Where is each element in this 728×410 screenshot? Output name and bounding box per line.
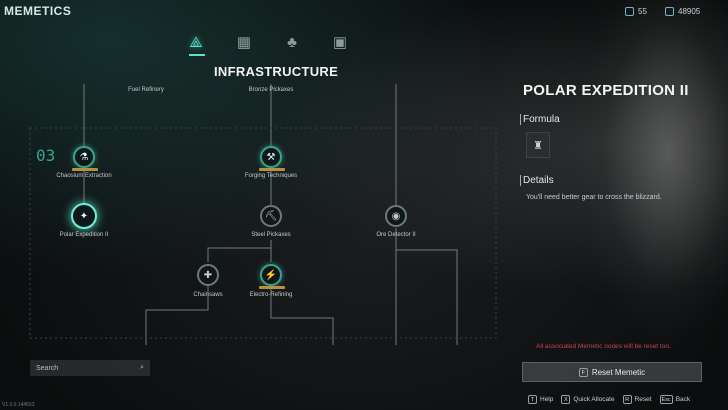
tab-production[interactable]: ▦ <box>233 32 255 52</box>
node-chaosium-extraction[interactable]: ⚗ <box>72 146 98 171</box>
chainsaw-icon: ✚ <box>203 269 213 281</box>
search-input[interactable]: Search ⌕ <box>30 360 150 376</box>
node-label-fuel-refinery: Fuel Refinery <box>128 87 164 93</box>
version-label: V1.0.0.144553 <box>2 402 35 408</box>
search-icon: ⌕ <box>140 364 144 371</box>
memetic-point-icon <box>625 7 634 16</box>
node-ore-detector[interactable]: ◉ <box>385 205 407 227</box>
formula-heading: Formula <box>520 114 560 125</box>
formula-item-icon: ♜ <box>526 132 550 158</box>
tab-infrastructure[interactable]: ⟁ <box>185 32 207 52</box>
node-forging-techniques[interactable]: ⚒ <box>259 146 285 171</box>
lightning-icon: ⚡ <box>264 269 278 281</box>
machine-icon: ▦ <box>236 34 252 51</box>
node-label: Steel Pickaxes <box>251 232 291 238</box>
node-electro-refining[interactable]: ⚡ <box>259 264 285 289</box>
node-label: Chainsaws <box>193 292 223 298</box>
tier-label: 03 <box>36 146 56 165</box>
runner-icon: ✦ <box>79 210 89 222</box>
currency-icon <box>665 7 674 16</box>
node-label: Forging Techniques <box>244 173 298 179</box>
node-label: Polar Expedition II <box>59 232 109 238</box>
reset-memetic-button[interactable]: F Reset Memetic <box>522 362 702 382</box>
antler-icon: ⟁ <box>189 33 203 51</box>
detail-title: POLAR EXPEDITION II <box>523 82 689 99</box>
node-label-bronze-pickaxes: Bronze Pickaxes <box>248 87 294 93</box>
key-hint-f: F <box>578 367 588 377</box>
node-label: Electro-Refining <box>249 292 293 298</box>
resource-counter-1: 55 <box>625 7 647 16</box>
node-polar-expedition[interactable]: ✦ <box>71 203 97 229</box>
tab-building[interactable]: ▣ <box>329 32 351 52</box>
node-label: Chaosium Extraction <box>56 173 112 179</box>
progress-bar <box>72 168 98 171</box>
progress-bar <box>259 286 285 289</box>
node-chainsaws[interactable]: ✚ <box>197 264 219 286</box>
node-steel-pickaxes[interactable]: ⛏ <box>260 205 282 227</box>
category-title: INFRASTRUCTURE <box>214 64 339 79</box>
tab-nature[interactable]: ♣ <box>281 32 303 52</box>
detector-icon: ◉ <box>391 210 401 222</box>
detail-description: You'll need better gear to cross the bli… <box>526 194 662 201</box>
tree-icon: ♣ <box>287 33 297 51</box>
resource-counter-2: 48905 <box>665 7 700 16</box>
progress-bar <box>259 168 285 171</box>
page-title: MEMETICS <box>4 4 72 18</box>
details-heading: Details <box>520 175 554 186</box>
hammer-icon: ⚒ <box>266 151 276 163</box>
active-tab-indicator <box>189 54 205 56</box>
node-label: Ore Detector II <box>376 232 416 238</box>
building-icon: ▣ <box>332 34 348 51</box>
pickaxe-icon: ⛏ <box>264 210 278 222</box>
category-tabs: ⟁ ▦ ♣ ▣ <box>185 32 351 52</box>
flask-icon: ⚗ <box>79 151 89 163</box>
creature-artwork <box>578 0 728 340</box>
reset-warning: All associated Memetic nodes will be res… <box>536 343 671 350</box>
